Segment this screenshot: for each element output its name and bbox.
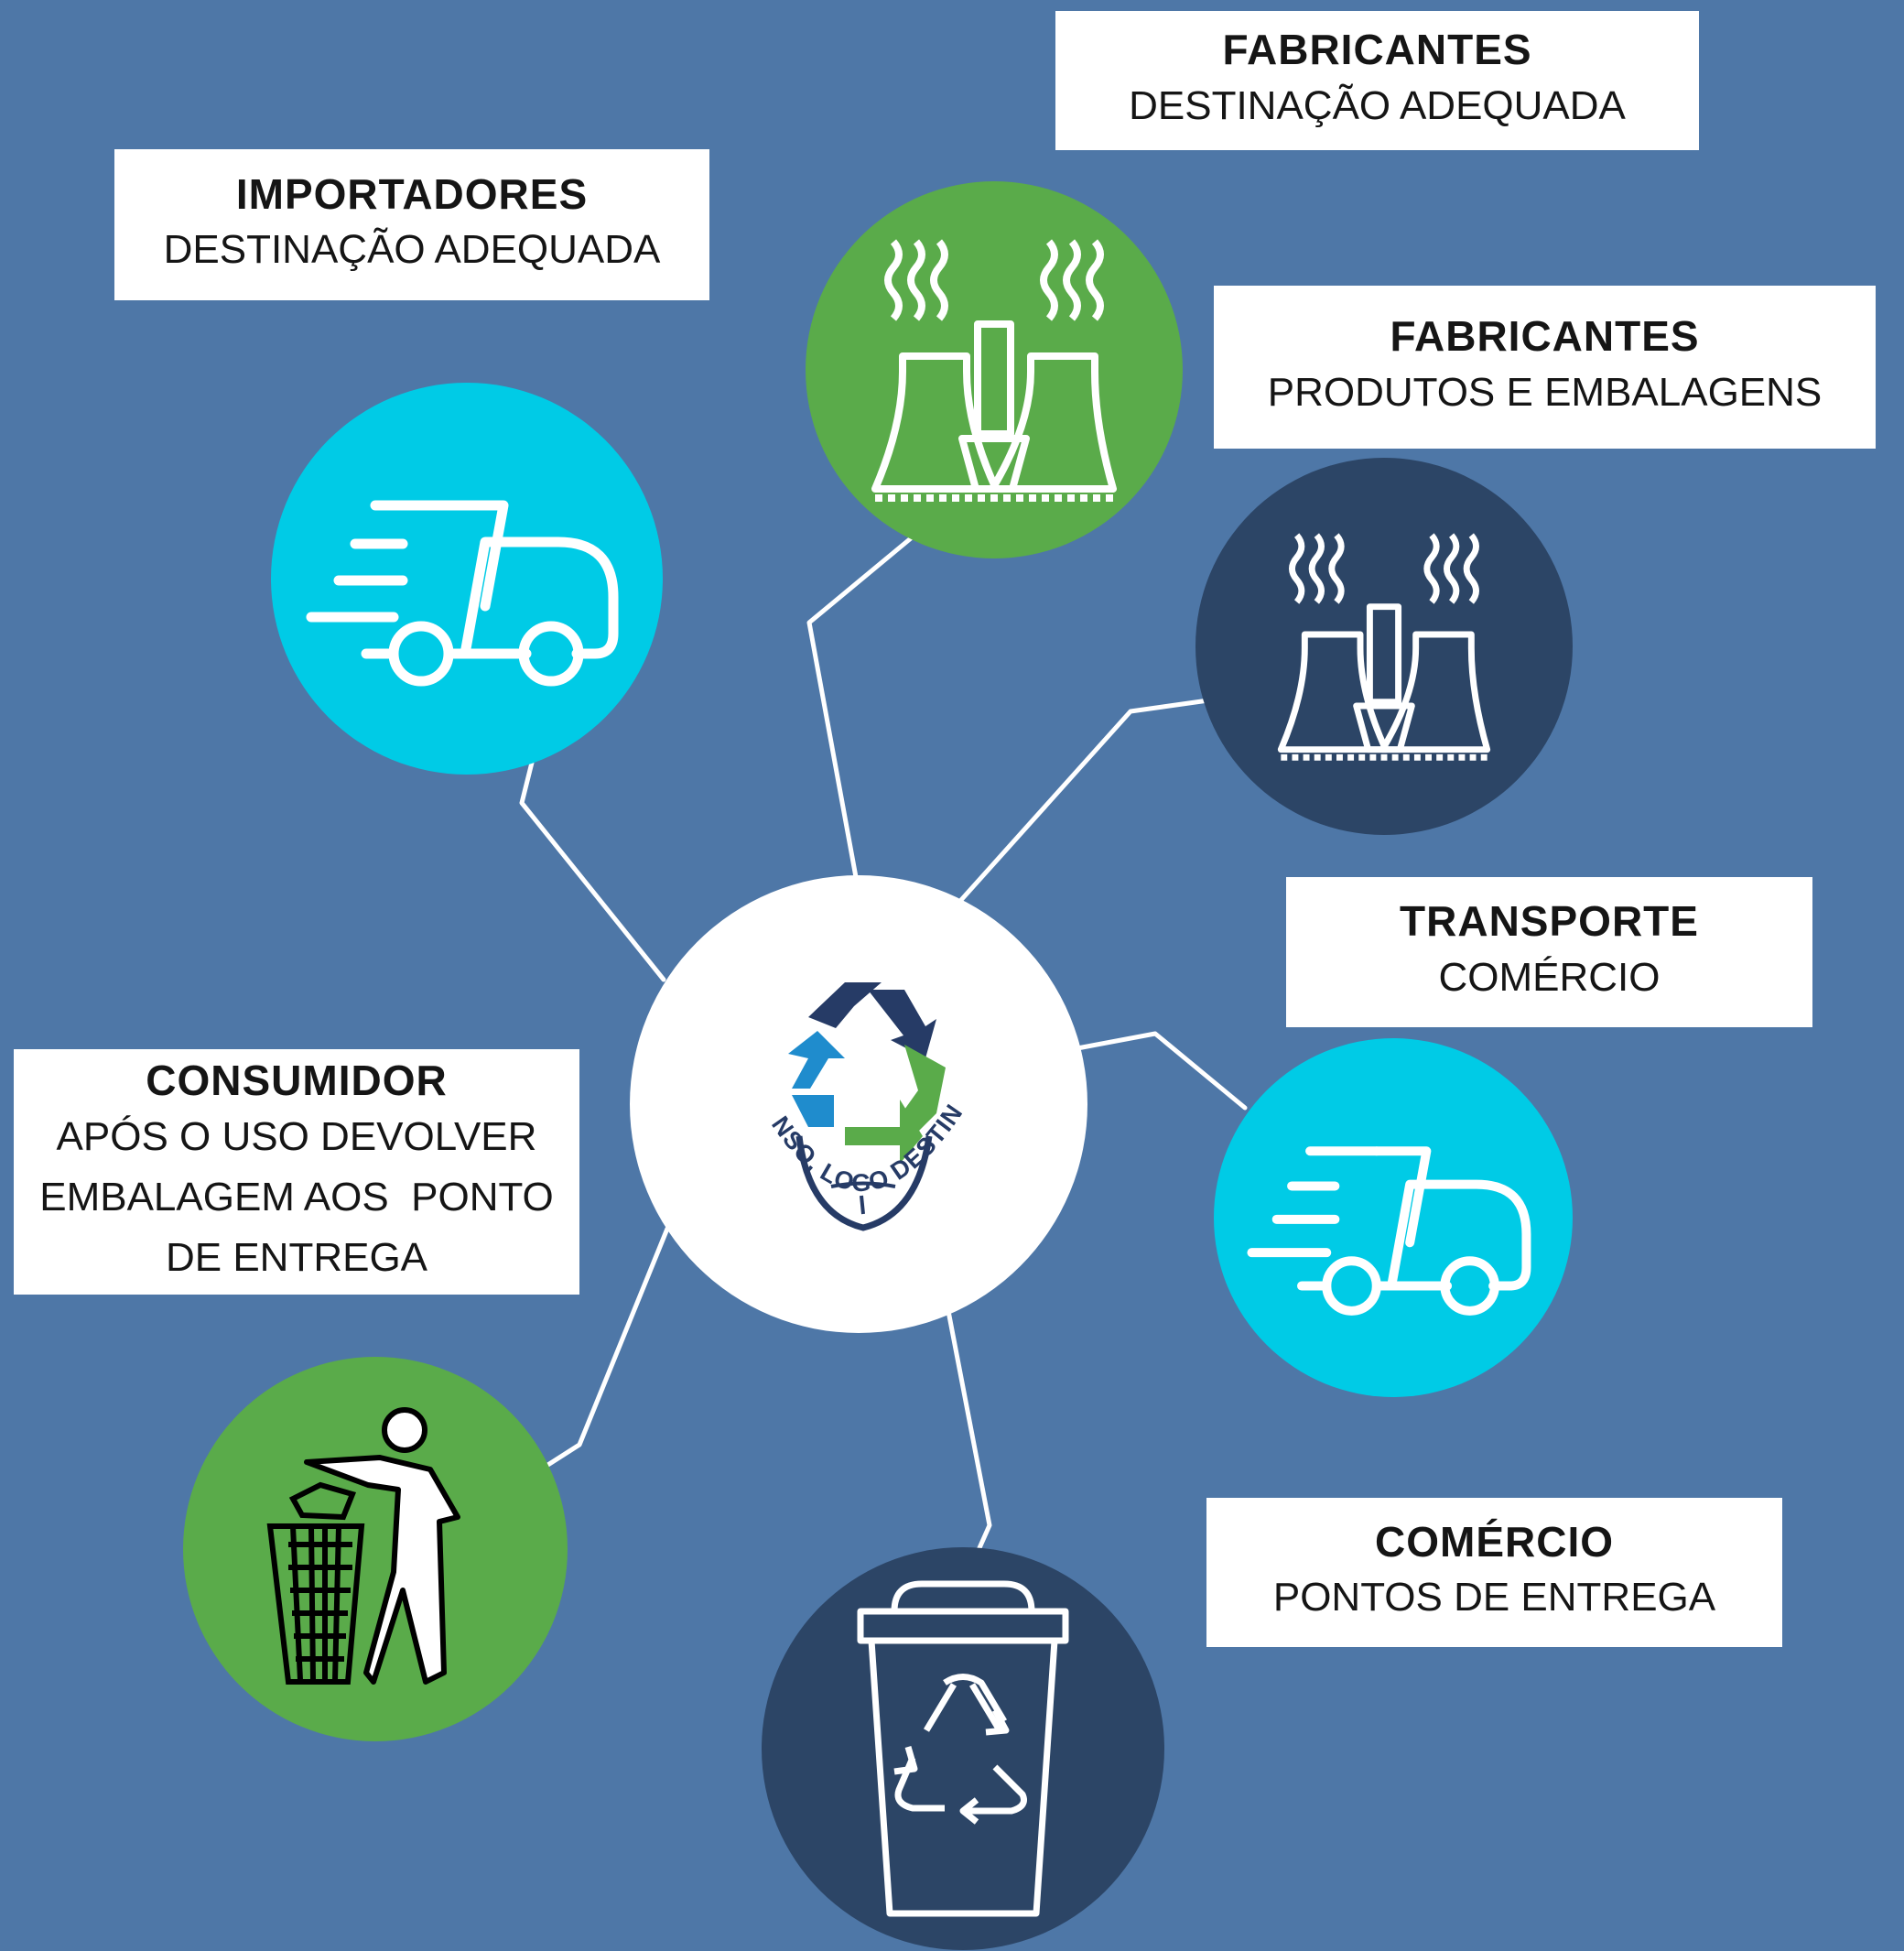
comercio-circle <box>762 1547 1164 1950</box>
transporte-title: TRANSPORTE <box>1400 897 1699 946</box>
importadores-subtitle: DESTINAÇÃO ADEQUADA <box>163 227 661 273</box>
connector-consumidor <box>544 1226 670 1469</box>
center-logo-circle: PENSO, LOGO DESTINO <box>630 875 1087 1333</box>
recycle-head-logo: PENSO, LOGO DESTINO <box>698 931 968 1231</box>
person-trash-icon <box>266 1407 460 1685</box>
consumidor-title: CONSUMIDOR <box>146 1057 448 1105</box>
fabricantes-produtos-label-box: FABRICANTES PRODUTOS E EMBALAGENS <box>1214 286 1876 449</box>
connector-fabricantes-destinacao <box>806 536 914 880</box>
transporte-label-box: TRANSPORTE COMÉRCIO <box>1286 877 1812 1027</box>
connector-fabricantes-produtos <box>958 698 1211 903</box>
consumidor-label-box: CONSUMIDOR APÓS O USO DEVOLVER EMBALAGEM… <box>14 1049 579 1295</box>
connector-transporte <box>1075 1031 1248 1111</box>
fabricantes-produtos-circle <box>1195 458 1573 835</box>
consumidor-line-1: APÓS O USO DEVOLVER <box>56 1113 537 1159</box>
comercio-label-box: COMÉRCIO PONTOS DE ENTREGA <box>1206 1498 1782 1647</box>
transporte-circle <box>1214 1038 1573 1397</box>
fabricantes-destinacao-circle <box>806 181 1183 558</box>
connector-comercio <box>946 1308 992 1553</box>
fabricantes-destinacao-subtitle: DESTINAÇÃO ADEQUADA <box>1129 82 1626 128</box>
importadores-label-box: IMPORTADORES DESTINAÇÃO ADEQUADA <box>114 149 709 300</box>
recycle-bin-icon <box>857 1580 1069 1917</box>
factory-icon <box>1277 533 1491 761</box>
fabricantes-destinacao-title: FABRICANTES <box>1222 26 1532 74</box>
importadores-title: IMPORTADORES <box>235 169 589 218</box>
comercio-title: COMÉRCIO <box>1375 1517 1614 1566</box>
importadores-circle <box>271 383 663 775</box>
delivery-truck-icon <box>306 500 619 687</box>
consumidor-line-2: EMBALAGEM AOS PONTO <box>39 1174 554 1219</box>
consumidor-line-3: DE ENTREGA <box>165 1234 428 1280</box>
delivery-truck-icon <box>1247 1146 1531 1316</box>
factory-icon <box>871 239 1117 502</box>
connector-importadores <box>519 760 666 982</box>
fabricantes-produtos-subtitle: PRODUTOS E EMBALAGENS <box>1267 369 1823 415</box>
transporte-subtitle: COMÉRCIO <box>1438 954 1661 1000</box>
comercio-subtitle: PONTOS DE ENTREGA <box>1272 1575 1716 1620</box>
consumidor-circle <box>183 1357 568 1741</box>
fabricantes-produtos-title: FABRICANTES <box>1390 312 1700 361</box>
fabricantes-destinacao-label-box: FABRICANTES DESTINAÇÃO ADEQUADA <box>1055 11 1699 150</box>
